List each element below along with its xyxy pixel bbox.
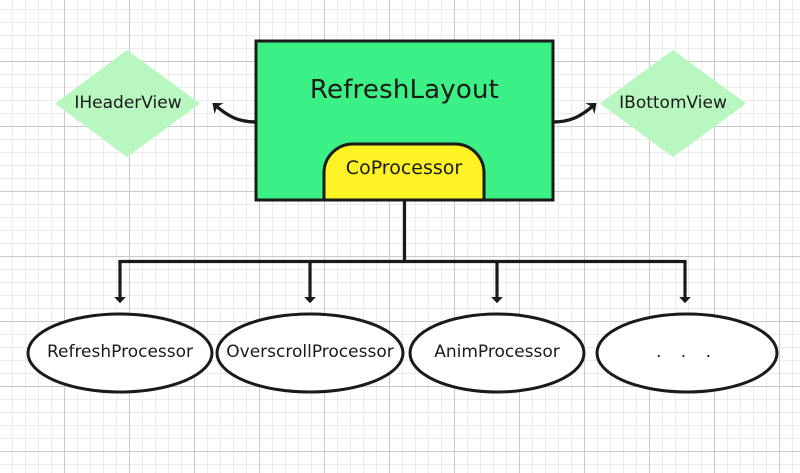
processor-node-more[interactable] [595,312,779,394]
connector-main-to-iheaderview [212,103,258,124]
processor-node-refreshprocessor[interactable] [26,312,214,394]
processor-node-animprocessor[interactable] [408,312,586,394]
sub-node-coprocessor[interactable] [322,142,486,202]
interface-node-iheaderview[interactable] [55,50,200,157]
processor-node-overscrollprocessor[interactable] [215,312,405,394]
connector-main-to-ibottomview [551,103,597,124]
interface-node-ibottomview[interactable] [600,50,746,157]
